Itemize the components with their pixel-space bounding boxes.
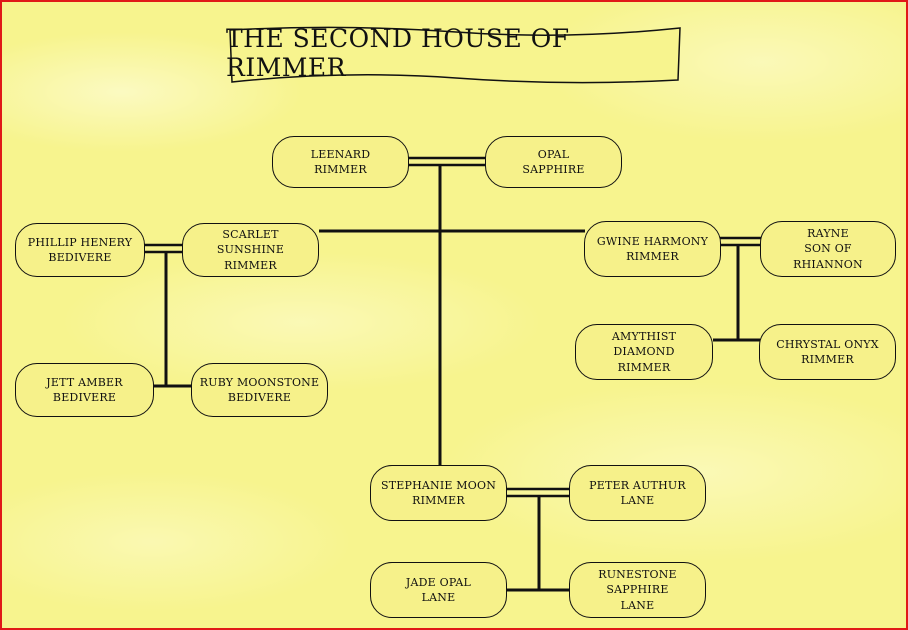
banner-shape bbox=[229, 26, 681, 84]
person-box-phillip: PHILLIP HENERY BEDIVERE bbox=[15, 223, 145, 277]
title-banner: THE SECOND HOUSE OF RIMMER bbox=[226, 24, 684, 86]
person-box-stephanie: STEPHANIE MOON RIMMER bbox=[370, 465, 507, 521]
person-box-amythist: AMYTHIST DIAMOND RIMMER bbox=[575, 324, 713, 380]
person-box-runestone: RUNESTONE SAPPHIRE LANE bbox=[569, 562, 706, 618]
person-box-jade: JADE OPAL LANE bbox=[370, 562, 507, 618]
person-box-opal: OPAL SAPPHIRE bbox=[485, 136, 622, 188]
person-box-rayne: RAYNE SON OF RHIANNON bbox=[760, 221, 896, 277]
person-box-ruby: RUBY MOONSTONE BEDIVERE bbox=[191, 363, 328, 417]
person-box-peter: PETER AUTHUR LANE bbox=[569, 465, 706, 521]
person-box-leenard: LEENARD RIMMER bbox=[272, 136, 409, 188]
person-box-chrystal: CHRYSTAL ONYX RIMMER bbox=[759, 324, 896, 380]
person-box-scarlet: SCARLET SUNSHINE RIMMER bbox=[182, 223, 319, 277]
person-box-gwine: GWINE HARMONY RIMMER bbox=[584, 221, 721, 277]
person-box-jett: JETT AMBER BEDIVERE bbox=[15, 363, 154, 417]
page-title: THE SECOND HOUSE OF RIMMER bbox=[226, 24, 570, 82]
